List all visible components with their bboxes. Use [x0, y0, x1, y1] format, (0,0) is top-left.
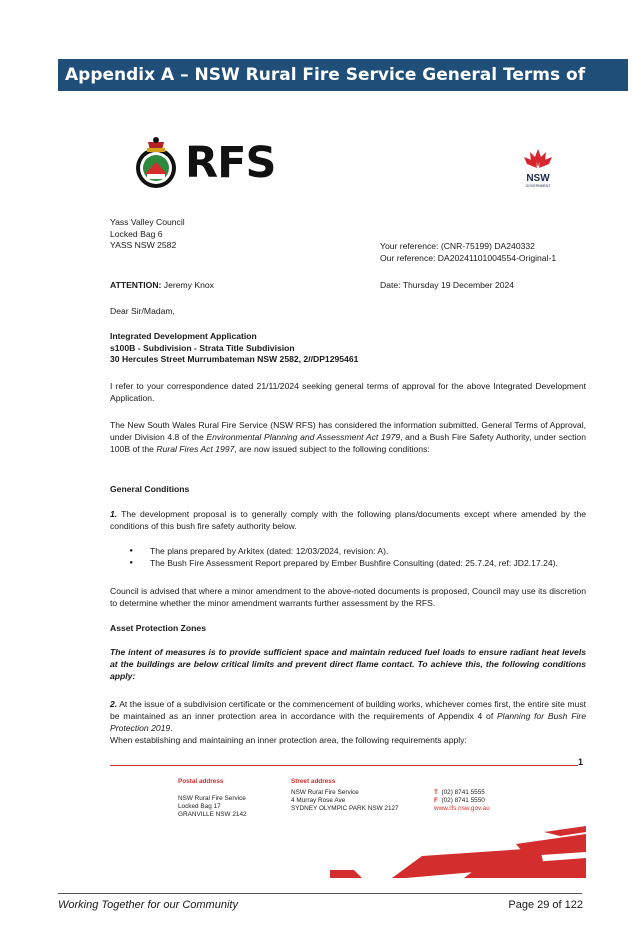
condition-text: . — [170, 723, 173, 733]
condition-follow: When establishing and maintaining an inn… — [110, 735, 467, 745]
list-item: The Bush Fire Assessment Report prepared… — [129, 558, 589, 570]
fax-label: F — [434, 797, 438, 804]
appendix-title: Appendix A – NSW Rural Fire Service Gene… — [65, 65, 586, 117]
website-link[interactable]: www.rfs.nsw.gov.au — [434, 805, 490, 812]
address-line: NSW Rural Fire Service — [291, 789, 359, 796]
rfs-wordmark: RFS — [185, 138, 276, 188]
subject-line: Integrated Development Application — [110, 331, 257, 341]
attention-name: Jeremy Knox — [163, 280, 214, 290]
recipient-address: Yass Valley Council Locked Bag 6 YASS NS… — [110, 217, 185, 252]
condition-2: 2. At the issue of a subdivision certifi… — [110, 698, 586, 746]
your-reference: Your reference: (CNR-75199) DA240332 — [380, 241, 535, 251]
condition-text: At the issue of a subdivision certificat… — [110, 699, 586, 721]
page-footer-tagline: Working Together for our Community — [58, 899, 238, 911]
street-address: Street address NSW Rural Fire Service 4 … — [291, 778, 399, 813]
condition-1: 1. The development proposal is to genera… — [110, 508, 586, 532]
address-line: GRANVILLE NSW 2142 — [178, 811, 247, 818]
nsw-government-text: GOVERNMENT — [525, 184, 551, 188]
street-heading: Street address — [291, 778, 336, 785]
act-name: Environmental Planning and Assessment Ac… — [206, 432, 401, 442]
act-name: Rural Fires Act 1997 — [156, 444, 235, 454]
subject-block: Integrated Development Application s100B… — [110, 331, 358, 366]
paragraph-assessment: The New South Wales Rural Fire Service (… — [110, 419, 586, 455]
phone-label: T — [434, 789, 438, 796]
letter-footer-rule — [110, 765, 578, 766]
recipient-line: Locked Bag 6 — [110, 228, 163, 239]
council-note: Council is advised that where a minor am… — [110, 586, 586, 608]
waratah-icon — [524, 149, 552, 168]
document-name: Planning for Bush Fire Protection 2019 — [110, 711, 586, 733]
appendix-banner: Appendix A – NSW Rural Fire Service Gene… — [58, 59, 628, 117]
rfs-emblem-icon — [136, 137, 176, 188]
references: Your reference: (CNR-75199) DA240332 Our… — [380, 241, 556, 264]
address-line: SYDNEY OLYMPIC PARK NSW 2127 — [291, 805, 399, 812]
general-conditions-heading: General Conditions — [110, 484, 190, 494]
address-line: Locked Bag 17 — [178, 803, 221, 810]
documents-list: The plans prepared by Arkitex (dated: 12… — [129, 546, 589, 569]
postal-heading: Postal address — [178, 778, 224, 785]
text-run: , and a Bush Fire Safety Authority, unde… — [110, 432, 586, 454]
text-run: The New South Wales Rural Fire Service (… — [110, 420, 586, 442]
phone-number: (02) 8741 5555 — [441, 789, 485, 796]
recipient-line: Yass Valley Council — [110, 217, 185, 227]
rfs-logo: RFS — [133, 134, 283, 192]
recipient-line: YASS NSW 2582 — [110, 240, 177, 250]
page-footer-rule — [58, 893, 582, 894]
contact-numbers: T (02) 8741 5555 F (02) 8741 5550 www.rf… — [434, 789, 490, 813]
paragraph-correspondence: I refer to your correspondence dated 21/… — [110, 381, 586, 403]
nsw-wordmark: NSW — [526, 173, 550, 184]
fax-number: (02) 8741 5550 — [441, 797, 485, 804]
text-run: , are now issued subject to the followin… — [234, 444, 430, 454]
subject-line: s100B - Subdivision - Strata Title Subdi… — [110, 342, 295, 353]
attention-line: ATTENTION: Jeremy Knox — [110, 280, 214, 292]
salutation: Dear Sir/Madam, — [110, 306, 175, 316]
letter-page-number: 1 — [578, 757, 584, 767]
nsw-government-logo: NSW GOVERNMENT — [518, 147, 558, 197]
page-number: Page 29 of 122 — [508, 899, 583, 911]
apz-heading: Asset Protection Zones — [110, 623, 206, 633]
attention-label: ATTENTION: — [110, 280, 162, 290]
condition-number: 2. — [110, 699, 118, 709]
condition-number: 1. — [110, 509, 118, 519]
postal-address: Postal address NSW Rural Fire Service Lo… — [178, 778, 247, 819]
letter-date: Date: Thursday 19 December 2024 — [380, 280, 515, 290]
apz-intent: The intent of measures is to provide suf… — [110, 647, 586, 681]
our-reference: Our reference: DA20241101004554-Original… — [380, 252, 557, 263]
address-line: NSW Rural Fire Service — [178, 795, 246, 802]
address-line: 4 Murray Rose Ave — [291, 797, 346, 804]
subject-line: 30 Hercules Street Murrumbateman NSW 258… — [110, 354, 359, 364]
list-item: The plans prepared by Arkitex (dated: 12… — [129, 546, 589, 558]
rfs-stripes-graphic — [330, 826, 586, 878]
condition-text: The development proposal is to generally… — [110, 509, 586, 531]
